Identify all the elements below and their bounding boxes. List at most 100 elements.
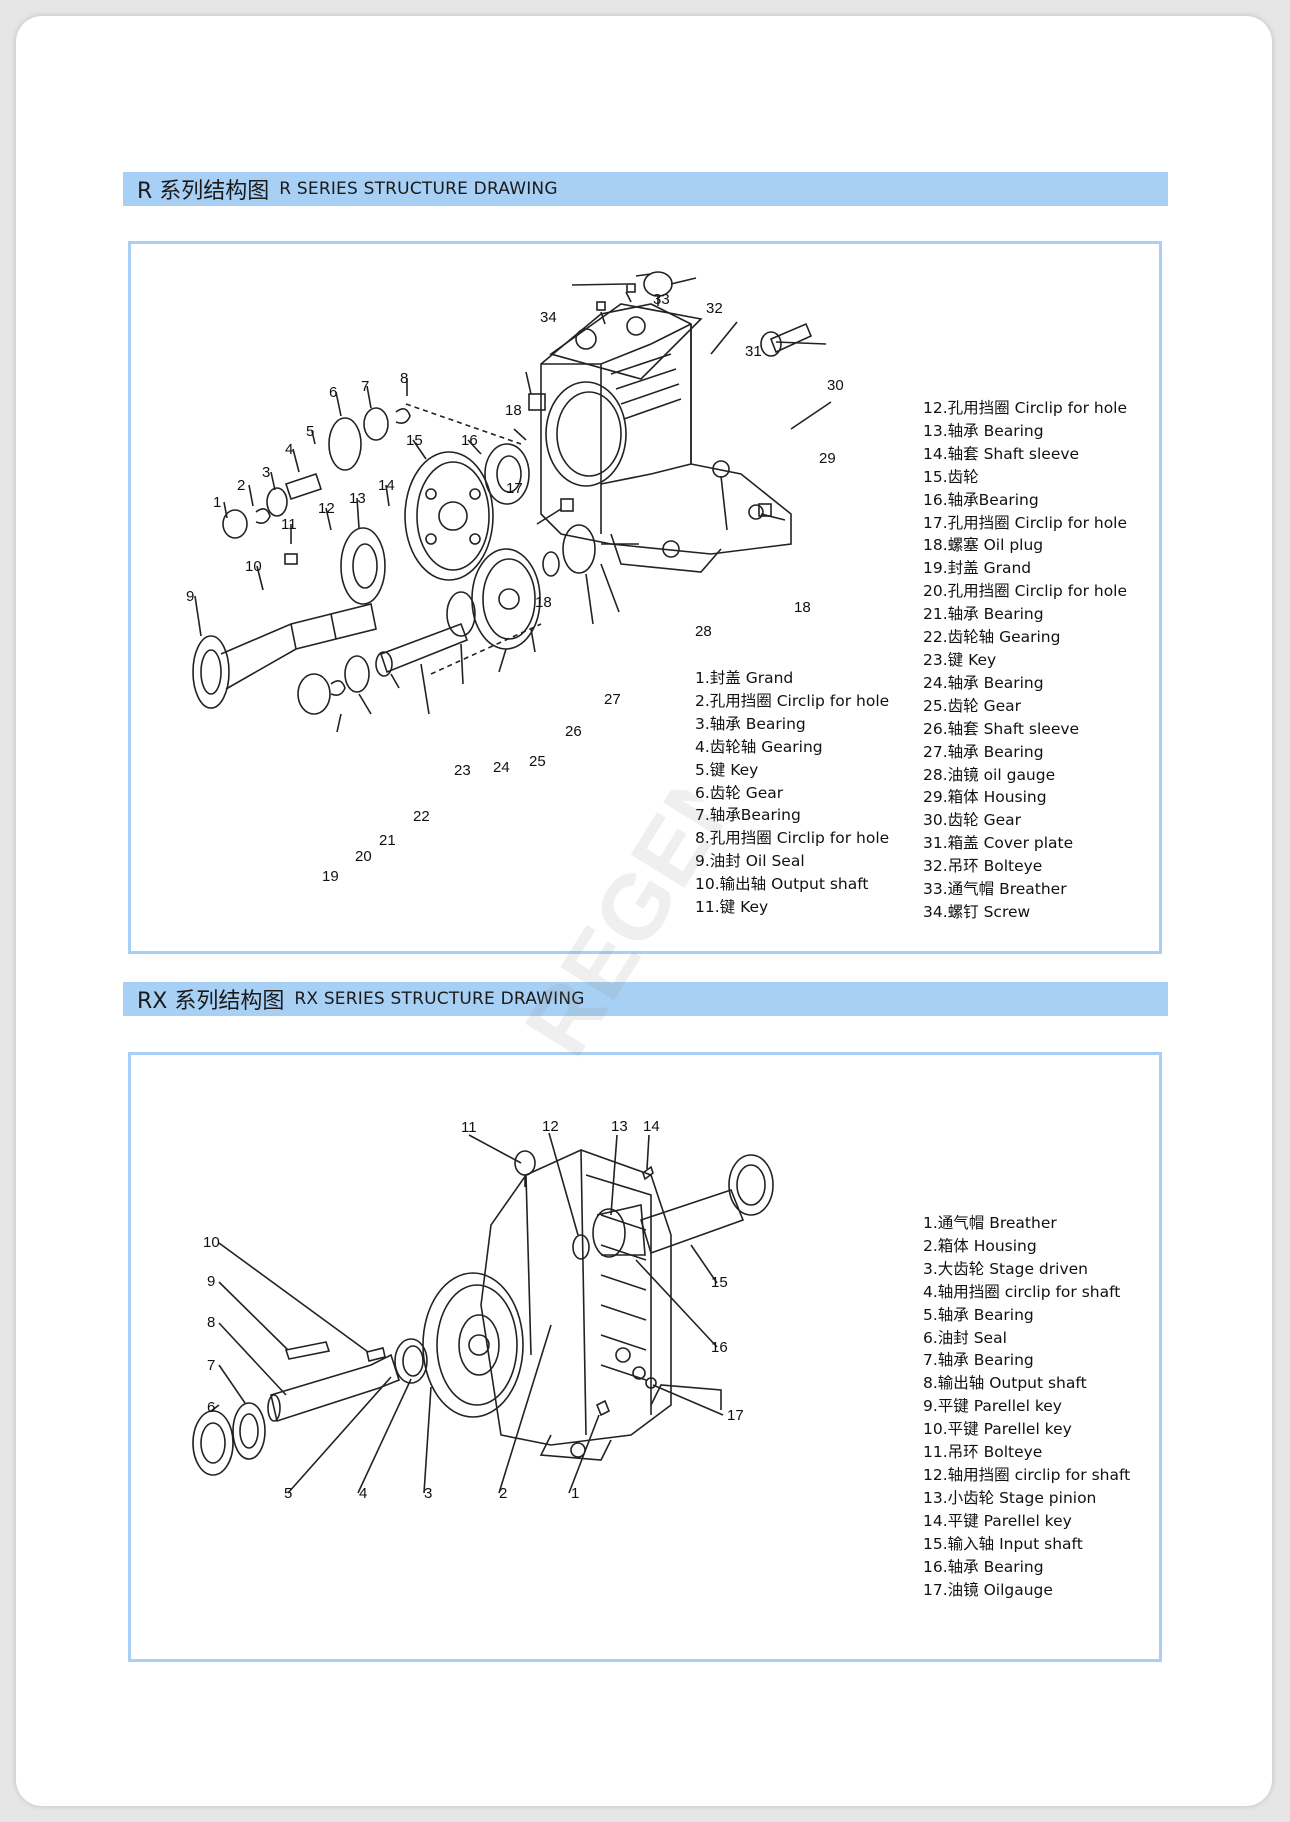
r-callout-23: 23 bbox=[454, 762, 471, 779]
r-callout-1: 1 bbox=[213, 494, 221, 511]
r-callout-11: 11 bbox=[281, 516, 297, 533]
rx-series-title-cn: RX 系列结构图 bbox=[137, 989, 285, 1014]
list-item: 17.油镜 Oilgauge bbox=[923, 1580, 1053, 1599]
rx-callout-10: 10 bbox=[203, 1234, 220, 1251]
list-item: 2.箱体 Housing bbox=[923, 1236, 1037, 1255]
r-parts-list-b: 12.孔用挡圈 Circlip for hole 13.轴承 Bearing 1… bbox=[923, 397, 1127, 924]
rx-callout-4: 4 bbox=[359, 1485, 367, 1502]
r-callout-28: 28 bbox=[695, 623, 712, 640]
list-item: 19.封盖 Grand bbox=[923, 559, 1032, 578]
r-callout-32: 32 bbox=[706, 300, 723, 317]
list-item: 4.轴用挡圈 circlip for shaft bbox=[923, 1282, 1121, 1301]
r-callout-2: 2 bbox=[237, 477, 245, 494]
list-item: 15.输入轴 Input shaft bbox=[923, 1534, 1083, 1553]
list-item: 5.轴承 Bearing bbox=[923, 1305, 1034, 1324]
list-item: 30.齿轮 Gear bbox=[923, 811, 1021, 830]
r-callout-13: 13 bbox=[349, 490, 366, 507]
list-item: 25.齿轮 Gear bbox=[923, 696, 1021, 715]
r-callout-22: 22 bbox=[413, 808, 430, 825]
r-callout-31: 31 bbox=[745, 343, 762, 360]
r-callout-12: 12 bbox=[318, 500, 335, 517]
rx-series-header: RX 系列结构图 RX SERIES STRUCTURE DRAWING bbox=[123, 982, 1168, 1016]
r-callout-21: 21 bbox=[379, 832, 396, 849]
cover-plate-shape bbox=[549, 303, 703, 380]
housing-shape bbox=[540, 303, 792, 555]
list-item: 32.吊环 Bolteye bbox=[923, 857, 1043, 876]
rx-oil-seal-shape bbox=[192, 1410, 234, 1476]
rx-housing-shape bbox=[480, 1149, 672, 1446]
r-callout-4: 4 bbox=[285, 441, 293, 458]
oil-seal-shape bbox=[192, 635, 230, 709]
list-item: 13.小齿轮 Stage pinion bbox=[923, 1488, 1097, 1507]
list-item: 18.螺塞 Oil plug bbox=[923, 536, 1044, 555]
rx-callout-17: 17 bbox=[727, 1407, 744, 1424]
rx-callout-8: 8 bbox=[207, 1314, 215, 1331]
r-callout-16: 16 bbox=[461, 432, 478, 449]
list-item: 14.轴套 Shaft sleeve bbox=[923, 444, 1080, 463]
rx-callout-6: 6 bbox=[207, 1399, 215, 1416]
list-item: 2.孔用挡圈 Circlip for hole bbox=[695, 691, 890, 710]
rx-series-exploded-diagram: 1 2 3 4 5 6 7 8 9 10 11 12 13 14 15 16 1… bbox=[192, 1118, 774, 1502]
list-item: 11.吊环 Bolteye bbox=[923, 1443, 1043, 1462]
r-callout-7: 7 bbox=[361, 378, 369, 395]
rx-series-title-en: RX SERIES STRUCTURE DRAWING bbox=[294, 989, 585, 1009]
list-item: 4.齿轮轴 Gearing bbox=[695, 737, 823, 756]
rx-pinion-shape bbox=[592, 1208, 626, 1258]
list-item: 8.孔用挡圈 Circlip for hole bbox=[695, 829, 890, 848]
bearing-13-shape bbox=[340, 527, 386, 605]
r-callout-10: 10 bbox=[245, 558, 262, 575]
list-item: 9.平键 Parellel key bbox=[923, 1397, 1062, 1416]
list-item: 29.箱体 Housing bbox=[923, 788, 1047, 807]
list-item: 20.孔用挡圈 Circlip for hole bbox=[923, 582, 1128, 601]
rx-callout-14: 14 bbox=[643, 1118, 660, 1135]
rx-parts-list: 1.通气帽 Breather 2.箱体 Housing 3.大齿轮 Stage … bbox=[923, 1212, 1130, 1601]
r-callout-27: 27 bbox=[604, 691, 621, 708]
list-item: 6.齿轮 Gear bbox=[695, 783, 784, 802]
list-item: 7.轴承 Bearing bbox=[923, 1351, 1034, 1370]
list-item: 28.油镜 oil gauge bbox=[923, 765, 1056, 784]
r-callout-6: 6 bbox=[329, 384, 337, 401]
r-callout-8: 8 bbox=[400, 370, 408, 387]
rx-callout-13: 13 bbox=[611, 1118, 628, 1135]
r-callout-33: 33 bbox=[653, 291, 670, 308]
r-callout-24: 24 bbox=[493, 759, 510, 776]
list-item: 31.箱盖 Cover plate bbox=[923, 834, 1074, 853]
list-item: 1.通气帽 Breather bbox=[923, 1214, 1057, 1232]
r-callout-9: 9 bbox=[186, 588, 194, 605]
r-callout-18c: 18 bbox=[794, 599, 811, 616]
list-item: 5.键 Key bbox=[695, 760, 759, 779]
r-callout-17: 17 bbox=[506, 480, 523, 497]
list-item: 24.轴承 Bearing bbox=[923, 673, 1044, 692]
r-callout-18a: 18 bbox=[505, 402, 522, 419]
list-item: 17.孔用挡圈 Circlip for hole bbox=[923, 513, 1128, 532]
rx-callout-7: 7 bbox=[207, 1357, 215, 1374]
r-callout-19: 19 bbox=[322, 868, 339, 885]
rx-callout-15: 15 bbox=[711, 1274, 728, 1291]
r-callout-5: 5 bbox=[306, 423, 314, 440]
r-callout-34: 34 bbox=[540, 309, 557, 326]
list-item: 8.输出轴 Output shaft bbox=[923, 1374, 1087, 1393]
list-item: 3.轴承 Bearing bbox=[695, 714, 806, 733]
r-callout-30: 30 bbox=[827, 377, 844, 394]
rx-callout-16: 16 bbox=[711, 1339, 728, 1356]
list-item: 13.轴承 Bearing bbox=[923, 421, 1044, 440]
list-item: 9.油封 Oil Seal bbox=[695, 852, 805, 871]
list-item: 1.封盖 Grand bbox=[695, 669, 794, 687]
rx-callout-5: 5 bbox=[284, 1485, 292, 1502]
list-item: 23.键 Key bbox=[923, 650, 997, 669]
r-series-title-en: R SERIES STRUCTURE DRAWING bbox=[279, 179, 558, 199]
list-item: 10.输出轴 Output shaft bbox=[695, 875, 869, 894]
list-item: 10.平键 Parellel key bbox=[923, 1420, 1072, 1439]
list-item: 15.齿轮 bbox=[923, 467, 979, 486]
r-series-panel: 1 2 3 4 5 6 7 8 9 10 11 12 13 14 15 16 1… bbox=[128, 241, 1162, 954]
r-callout-26: 26 bbox=[565, 723, 582, 740]
list-item: 26.轴套 Shaft sleeve bbox=[923, 719, 1080, 738]
r-callout-18b: 18 bbox=[535, 594, 552, 611]
r-series-title-cn: R 系列结构图 bbox=[137, 179, 270, 204]
rx-input-shaft-shape bbox=[640, 1189, 745, 1255]
list-item: 12.孔用挡圈 Circlip for hole bbox=[923, 399, 1128, 417]
stage-driven-gear-shape bbox=[422, 1272, 524, 1418]
list-item: 6.油封 Seal bbox=[923, 1328, 1007, 1347]
r-series-header: R 系列结构图 R SERIES STRUCTURE DRAWING bbox=[123, 172, 1168, 206]
rx-callout-12: 12 bbox=[542, 1118, 559, 1135]
